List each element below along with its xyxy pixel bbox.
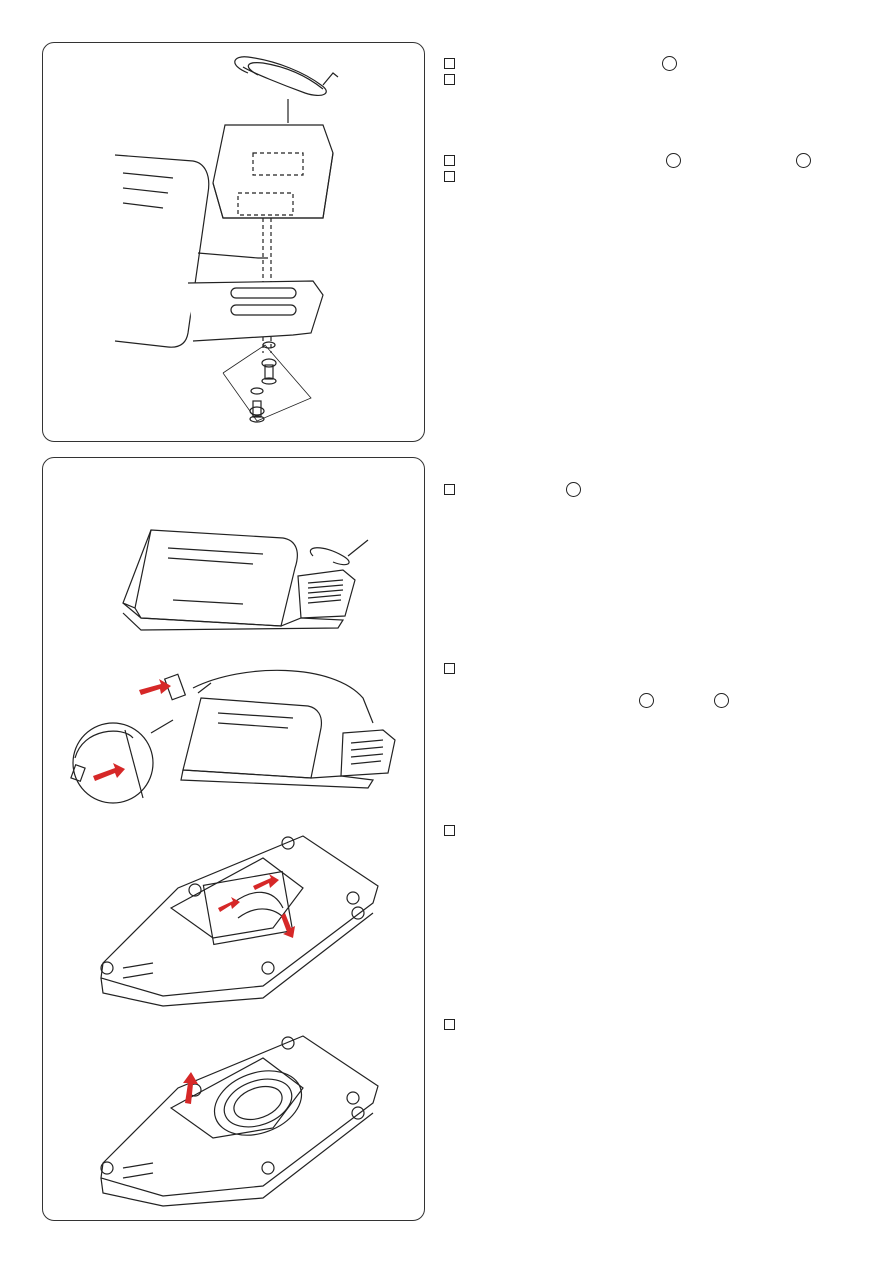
step-marker-5: [444, 482, 864, 502]
screw-icon: [261, 377, 277, 385]
controller-fig2: [340, 729, 396, 777]
step-marker-1: [444, 56, 864, 76]
checkbox-icon: [444, 663, 455, 674]
step-marker-2: [444, 74, 864, 92]
callout-circle-icon: [714, 693, 729, 708]
pedal-body: [114, 154, 210, 348]
controller-box: [212, 124, 334, 219]
arrow-icon: [183, 1072, 198, 1104]
step-marker-8: [444, 1019, 864, 1037]
pedal-fig2: [182, 697, 323, 779]
cord-coil-icon: [309, 547, 350, 566]
controller-fig1: [297, 569, 356, 619]
illustration-panel-mounting: [42, 42, 425, 442]
callout-circle-icon: [662, 56, 677, 71]
checkbox-icon: [444, 171, 455, 182]
illustration-panel-connection: [42, 457, 425, 1221]
checkbox-icon: [444, 1019, 455, 1030]
checkbox-icon: [444, 155, 455, 166]
callout-circle-icon: [796, 153, 811, 168]
base-plate: [187, 280, 324, 342]
cord-coil-icon: [234, 56, 327, 97]
mounting-illustration: [114, 56, 339, 423]
callout-circle-icon: [666, 153, 681, 168]
washer-icon: [262, 341, 276, 349]
pedal-fig1: [134, 529, 298, 627]
base-plate-stored: [100, 1035, 379, 1197]
checkbox-icon: [444, 484, 455, 495]
step-marker-4: [444, 171, 864, 189]
checkbox-icon: [444, 58, 455, 69]
stored-cord-icon: [213, 1070, 303, 1136]
step-marker-6: [444, 663, 864, 681]
checkbox-icon: [444, 825, 455, 836]
connection-illustration: [70, 529, 396, 1207]
callout-circle-icon: [566, 482, 581, 497]
base-plate-underside: [100, 835, 379, 997]
arrow-icon: [93, 679, 171, 781]
callout-circle-icon: [639, 693, 654, 708]
arrow-icon: [218, 874, 295, 938]
step-marker-7: [444, 825, 864, 843]
step-marker-3: [444, 153, 864, 173]
step-marker-6-callouts: [444, 693, 864, 713]
checkbox-icon: [444, 74, 455, 85]
plug-icon: [163, 673, 187, 701]
